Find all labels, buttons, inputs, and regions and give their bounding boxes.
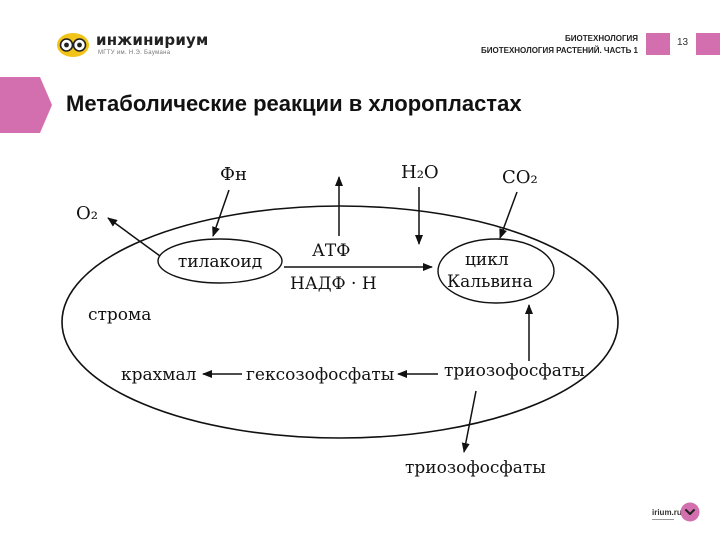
- course-name: БИОТЕХНОЛОГИЯ: [565, 34, 638, 43]
- phosphate-label: Фн: [220, 164, 247, 185]
- logo: инжинириум МГТУ им. Н.Э. Баумана: [56, 28, 209, 62]
- o2-arrow: [107, 217, 161, 257]
- phosphate-arrow: [212, 189, 230, 237]
- starch-label: крахмал: [121, 365, 197, 385]
- header-accent-stripe: [696, 33, 720, 55]
- owl-logo-icon: [57, 33, 89, 57]
- chevron-down-icon[interactable]: [680, 502, 700, 522]
- thylakoid-label: тилакоид: [178, 252, 262, 272]
- co2-arrow: [499, 191, 518, 239]
- title-accent-tab: [0, 77, 52, 133]
- course-part: БИОТЕХНОЛОГИЯ РАСТЕНИЙ. ЧАСТЬ 1: [481, 46, 638, 55]
- footer-underline: [652, 519, 674, 520]
- co2-label: CO₂: [502, 167, 538, 188]
- chloroplast-outline: [61, 205, 619, 439]
- triose-phosphates-inner-label: триозофосфаты: [444, 361, 585, 381]
- header-accent-square: [646, 33, 670, 55]
- h2o-label: H₂O: [401, 162, 439, 183]
- page-number: 13: [677, 37, 689, 48]
- logo-name: инжинириум: [96, 31, 209, 49]
- triose-phosphates-outer-label: триозофосфаты: [405, 458, 546, 478]
- hexose-phosphates-label: гексозофосфаты: [246, 365, 394, 385]
- logo-subtitle: МГТУ им. Н.Э. Баумана: [98, 50, 171, 56]
- o2-label: O₂: [76, 203, 98, 224]
- calvin-cycle-label-line1: цикл: [465, 250, 509, 270]
- course-header: БИОТЕХНОЛОГИЯ БИОТЕХНОЛОГИЯ РАСТЕНИЙ. ЧА…: [481, 33, 638, 57]
- calvin-cycle-oval: [437, 238, 555, 304]
- page-title: Метаболические реакции в хлоропластах: [66, 91, 522, 116]
- atp-label: АТФ: [312, 241, 350, 261]
- stroma-label: строма: [88, 305, 151, 325]
- triose-export-arrow: [461, 390, 477, 453]
- footer-website-link[interactable]: irium.ru: [652, 508, 682, 517]
- nadph-label: НАДФ · Н: [290, 274, 377, 294]
- calvin-cycle-label-line2: Кальвина: [447, 272, 533, 292]
- thylakoid-oval: [157, 238, 283, 284]
